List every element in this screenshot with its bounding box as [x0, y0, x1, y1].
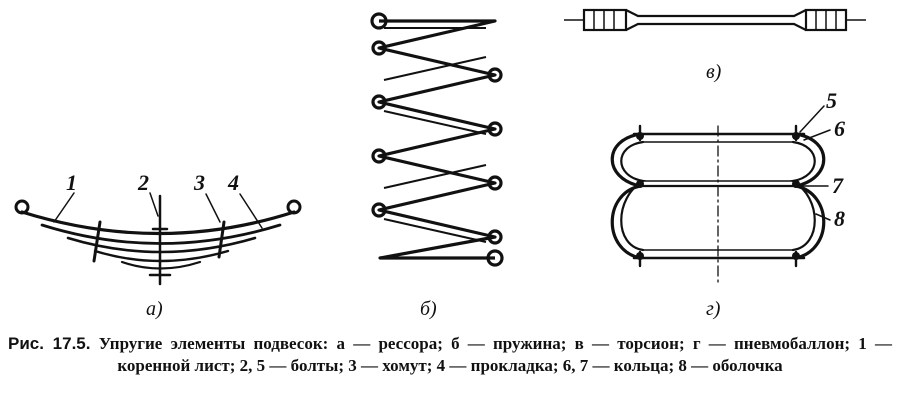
coil-left-156: [371, 148, 387, 164]
leader-3: [205, 193, 221, 223]
callout-3: 3: [193, 170, 205, 195]
coil-bottom-end: [486, 249, 504, 267]
right-eye: [286, 199, 302, 215]
torsion-shaft: [625, 9, 807, 31]
ring-bottom-left: [636, 252, 644, 260]
torsion-bar-drawing: [564, 8, 866, 32]
callout-7: 7: [832, 173, 844, 198]
coil-left-48: [371, 40, 387, 56]
leader-4: [239, 193, 263, 229]
sublabel-b: б): [420, 298, 437, 320]
callout-6: 6: [834, 116, 845, 141]
callout-8: 8: [834, 206, 845, 231]
ring-mid-right: [792, 180, 800, 188]
ring-bottom-right: [792, 252, 800, 260]
clamp-left: [92, 220, 102, 263]
callout-4: 4: [227, 170, 239, 195]
leader-8: [815, 213, 831, 221]
coil-inner: [383, 27, 487, 243]
leader-2: [149, 192, 159, 217]
callout-2: 2: [137, 170, 149, 195]
sublabel-g: г): [706, 298, 721, 320]
clamp-right: [217, 220, 226, 259]
ring-top-right: [792, 132, 800, 140]
caption-prefix: Рис. 17.5.: [8, 334, 91, 353]
sublabel-v: в): [706, 61, 722, 83]
callout-5: 5: [826, 88, 837, 113]
coil-right-183: [487, 175, 503, 191]
leader-6: [803, 129, 831, 141]
sublabel-a: а): [146, 298, 163, 320]
left-eye: [14, 199, 30, 215]
coil-right-75: [487, 67, 503, 83]
bellows-rings: [636, 132, 800, 260]
leader-1: [53, 192, 75, 223]
figure-caption: Рис. 17.5. Упругие элементы подвесок: а …: [8, 333, 892, 377]
torsion-left-end: [582, 8, 628, 32]
leaf-spring-drawing: [14, 192, 302, 286]
suspension-elements-figure: 1 2 3 4 а) б) в): [14, 8, 866, 320]
coil-spring-drawing: [370, 12, 504, 267]
coil-right-237: [487, 229, 503, 245]
caption-text: Упругие элементы подвесок: а — рессора; …: [98, 334, 892, 375]
coil-left-102: [371, 94, 387, 110]
ring-top-left: [636, 132, 644, 140]
coil-top-end: [370, 12, 388, 30]
leader-5: [799, 105, 825, 133]
coil-right-129: [487, 121, 503, 137]
ring-mid-left: [636, 180, 644, 188]
callout-1: 1: [66, 170, 77, 195]
coil-left-210: [371, 202, 387, 218]
